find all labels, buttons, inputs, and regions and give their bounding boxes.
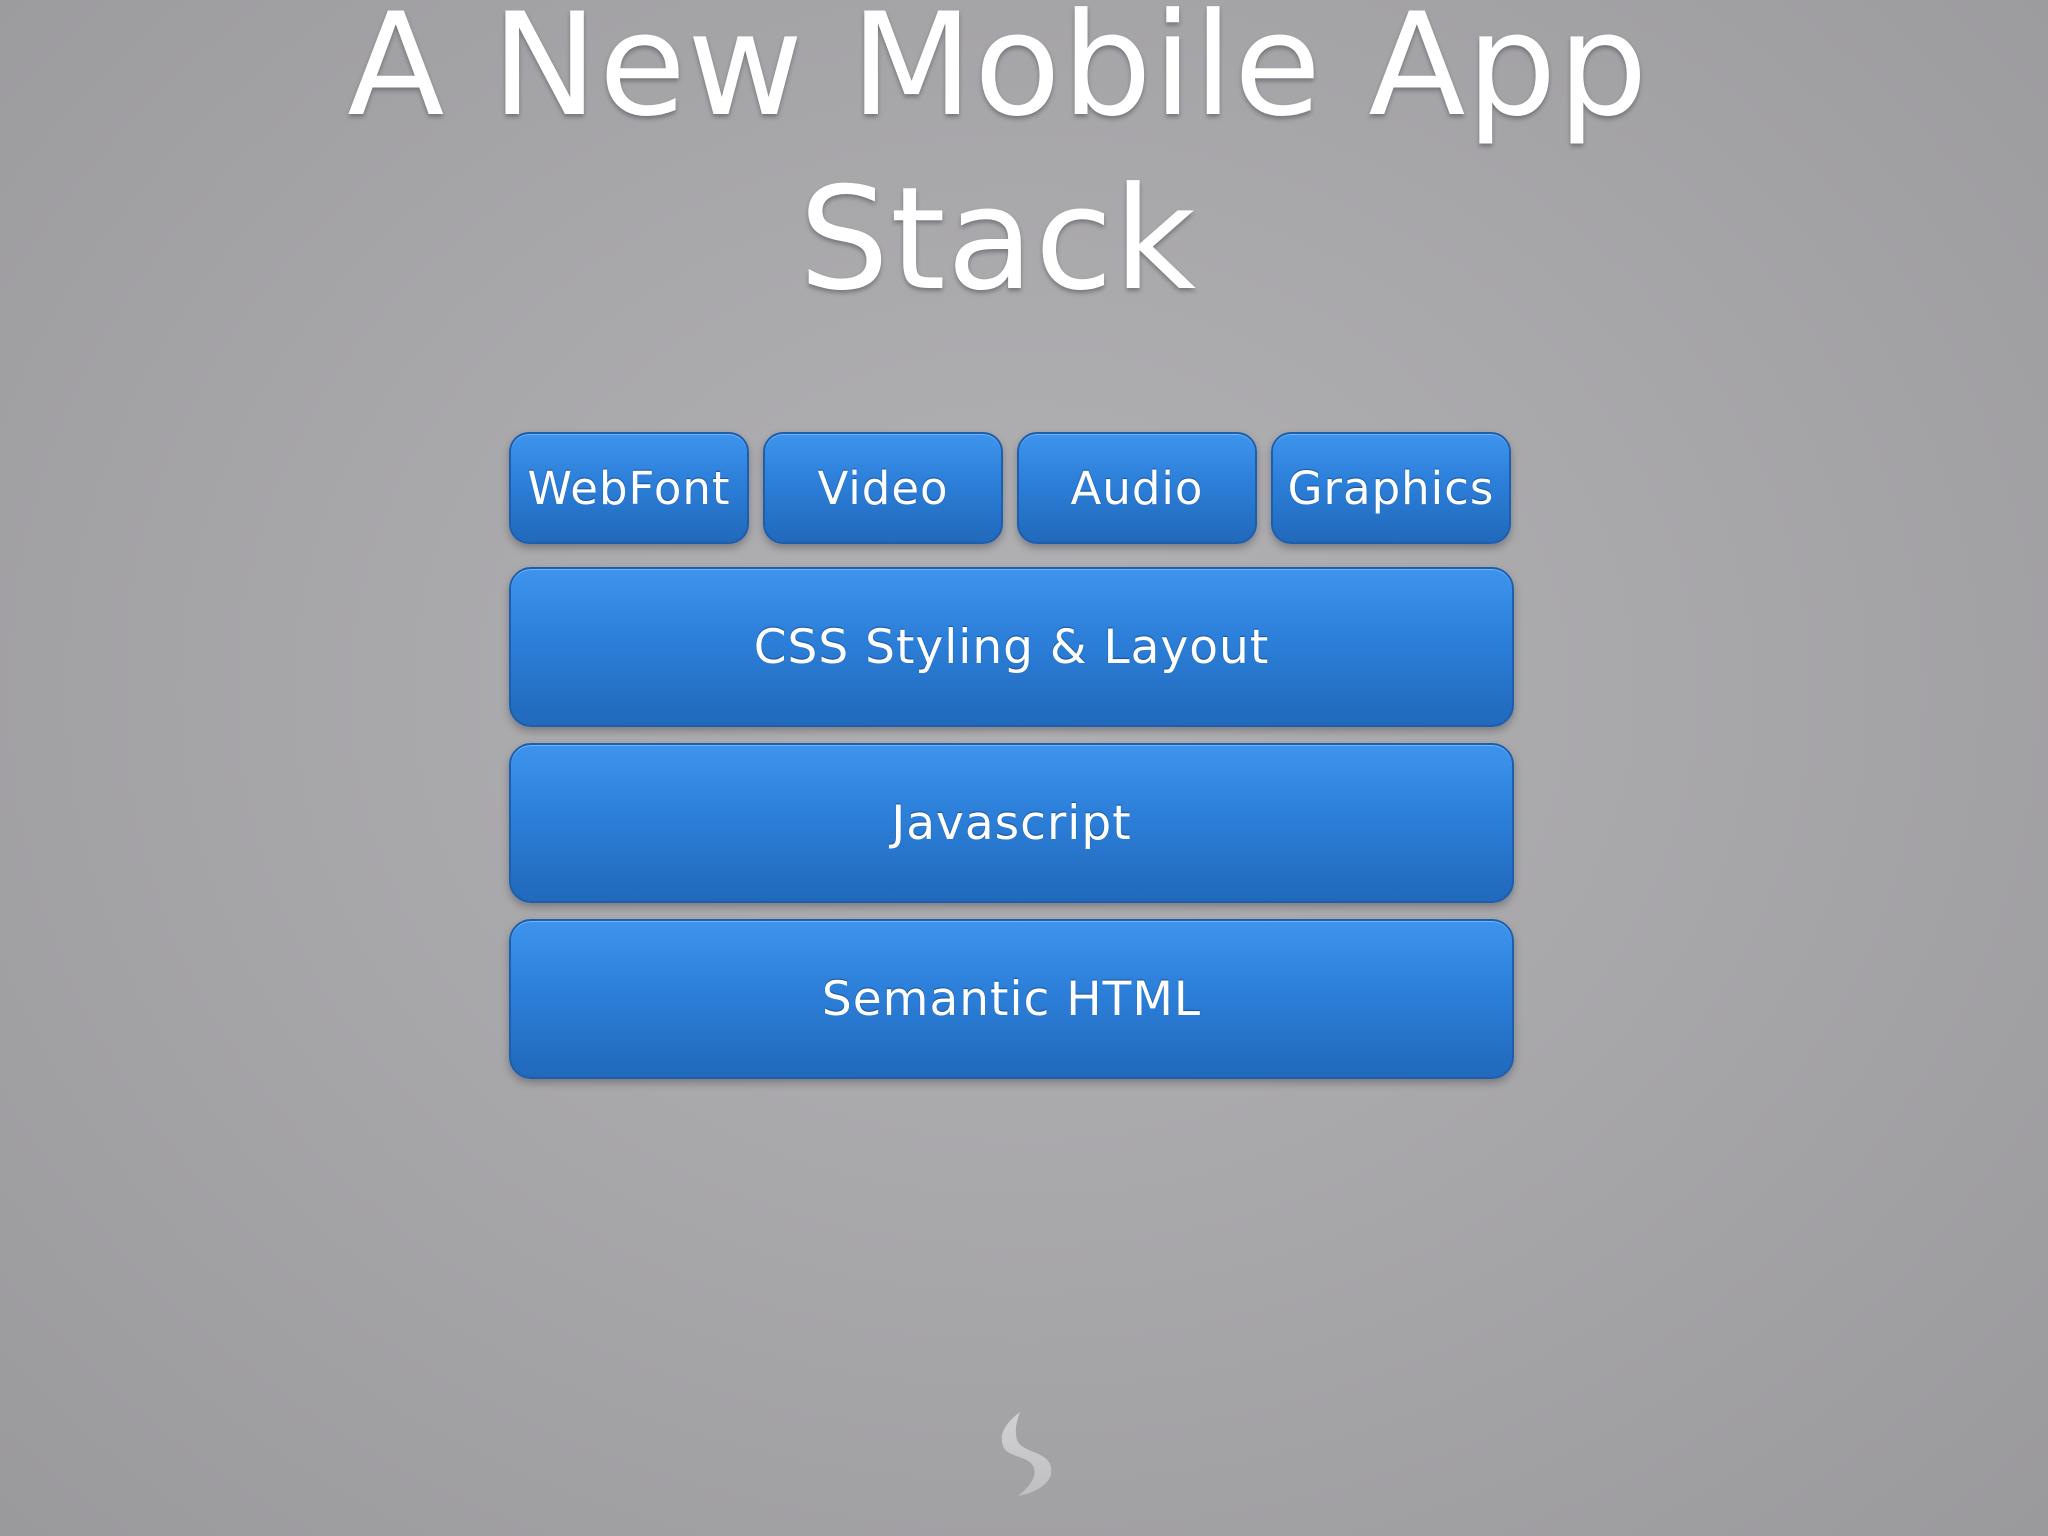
slide-title-line-2: Stack	[798, 157, 1198, 322]
stack-layer-html: Semantic HTML	[509, 919, 1514, 1079]
slide-title-line-1: A New Mobile App	[347, 0, 1649, 148]
stack-layer-javascript: Javascript	[509, 743, 1514, 903]
stack-box-video: Video	[763, 432, 1003, 544]
stack-box-graphics: Graphics	[1271, 432, 1511, 544]
stack-box-webfont: WebFont	[509, 432, 749, 544]
app-logo-icon	[1001, 1412, 1052, 1496]
stack-layer-css: CSS Styling & Layout	[509, 567, 1514, 727]
stack-box-audio: Audio	[1017, 432, 1257, 544]
